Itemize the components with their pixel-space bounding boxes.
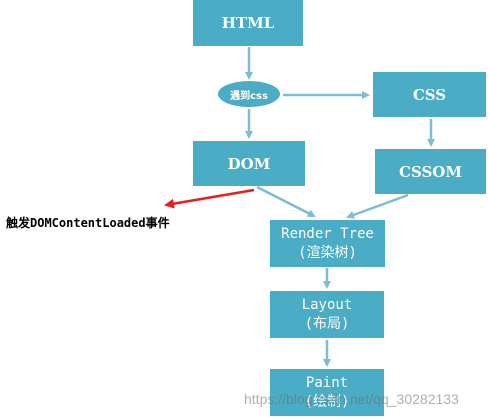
layout-node: Layout (布局) bbox=[270, 291, 384, 338]
watermark: https://blog.csdn.net/qq_30282133 bbox=[244, 391, 459, 407]
css-trigger-label: 遇到css bbox=[230, 90, 268, 102]
dom-node: DOM bbox=[193, 141, 305, 186]
arrow-dom-to-event bbox=[164, 188, 255, 209]
css-node: CSS bbox=[373, 72, 486, 117]
arrow-cssom-to-render bbox=[346, 193, 409, 219]
cssom-node: CSSOM bbox=[375, 149, 486, 194]
render-tree-node: Render Tree (渲染树) bbox=[270, 220, 385, 267]
arrow-dom-to-render bbox=[256, 185, 316, 218]
layout-sublabel: (布局) bbox=[304, 315, 350, 332]
dom-content-loaded-label: 触发DOMContentLoaded事件 bbox=[6, 216, 170, 230]
html-node: HTML bbox=[193, 0, 303, 46]
cssom-node-label: CSSOM bbox=[399, 162, 462, 181]
paint-node: Paint (绘制) bbox=[270, 369, 384, 416]
render-tree-label: Render Tree bbox=[281, 225, 374, 242]
dom-node-label: DOM bbox=[227, 154, 271, 173]
render-tree-sublabel: (渲染树) bbox=[298, 244, 357, 261]
layout-label: Layout bbox=[301, 296, 353, 313]
css-node-label: CSS bbox=[412, 85, 447, 104]
html-node-label: HTML bbox=[221, 14, 275, 32]
paint-sublabel: (绘制) bbox=[304, 393, 350, 410]
paint-label: Paint bbox=[305, 374, 349, 391]
css-trigger-node: 遇到css bbox=[218, 81, 280, 107]
